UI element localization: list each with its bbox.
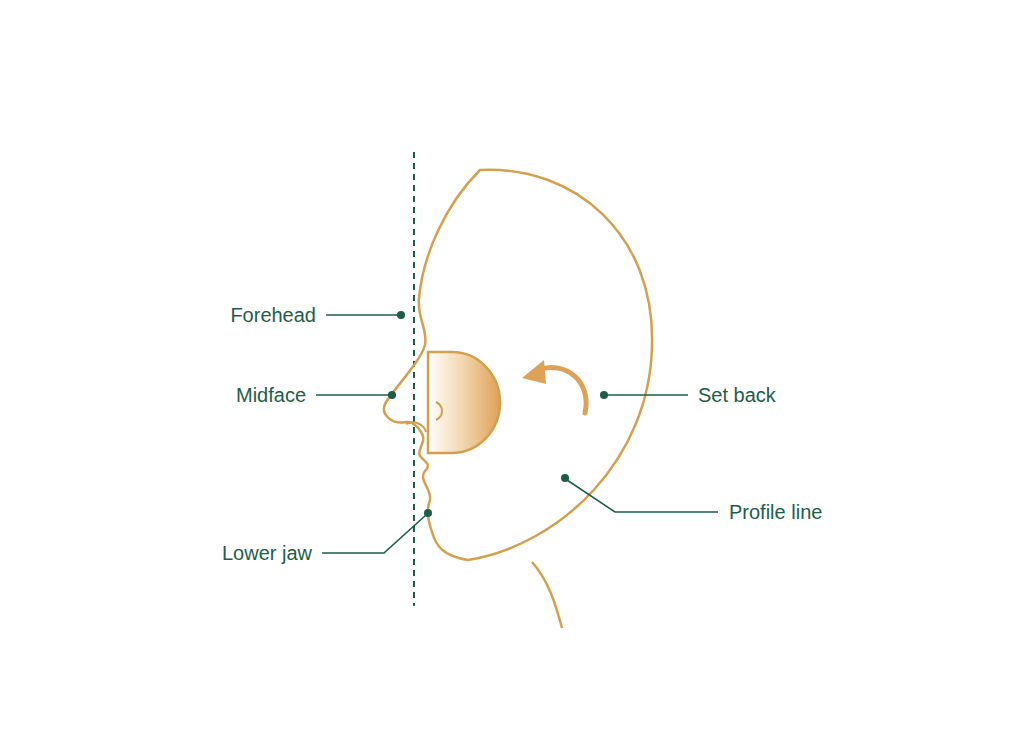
part-label: Lower jaw [222,541,312,565]
leader-line [316,394,389,396]
part-label: Forehead [230,303,316,327]
profile-reference-line [413,152,415,606]
nose-base-line [406,422,426,432]
head-outline [384,170,652,560]
leader-line [322,515,426,553]
set-back-arrow [538,368,586,413]
arrow-head [522,360,546,384]
neck-line [532,562,562,628]
part-label: Midface [236,383,306,407]
midface-region [428,352,500,453]
leader-dot [600,391,608,399]
leader-dot [424,509,432,517]
leader-line [326,314,398,316]
leader-dot [397,311,405,319]
part-label: Set back [698,383,776,407]
leader-dot [561,474,569,482]
leader-dot [388,391,396,399]
part-label: Profile line [729,500,822,524]
nostril-line [436,402,442,420]
leader-line [567,480,718,512]
leader-line [607,394,688,396]
leader-lines [316,315,718,553]
leader-dots [388,311,608,517]
